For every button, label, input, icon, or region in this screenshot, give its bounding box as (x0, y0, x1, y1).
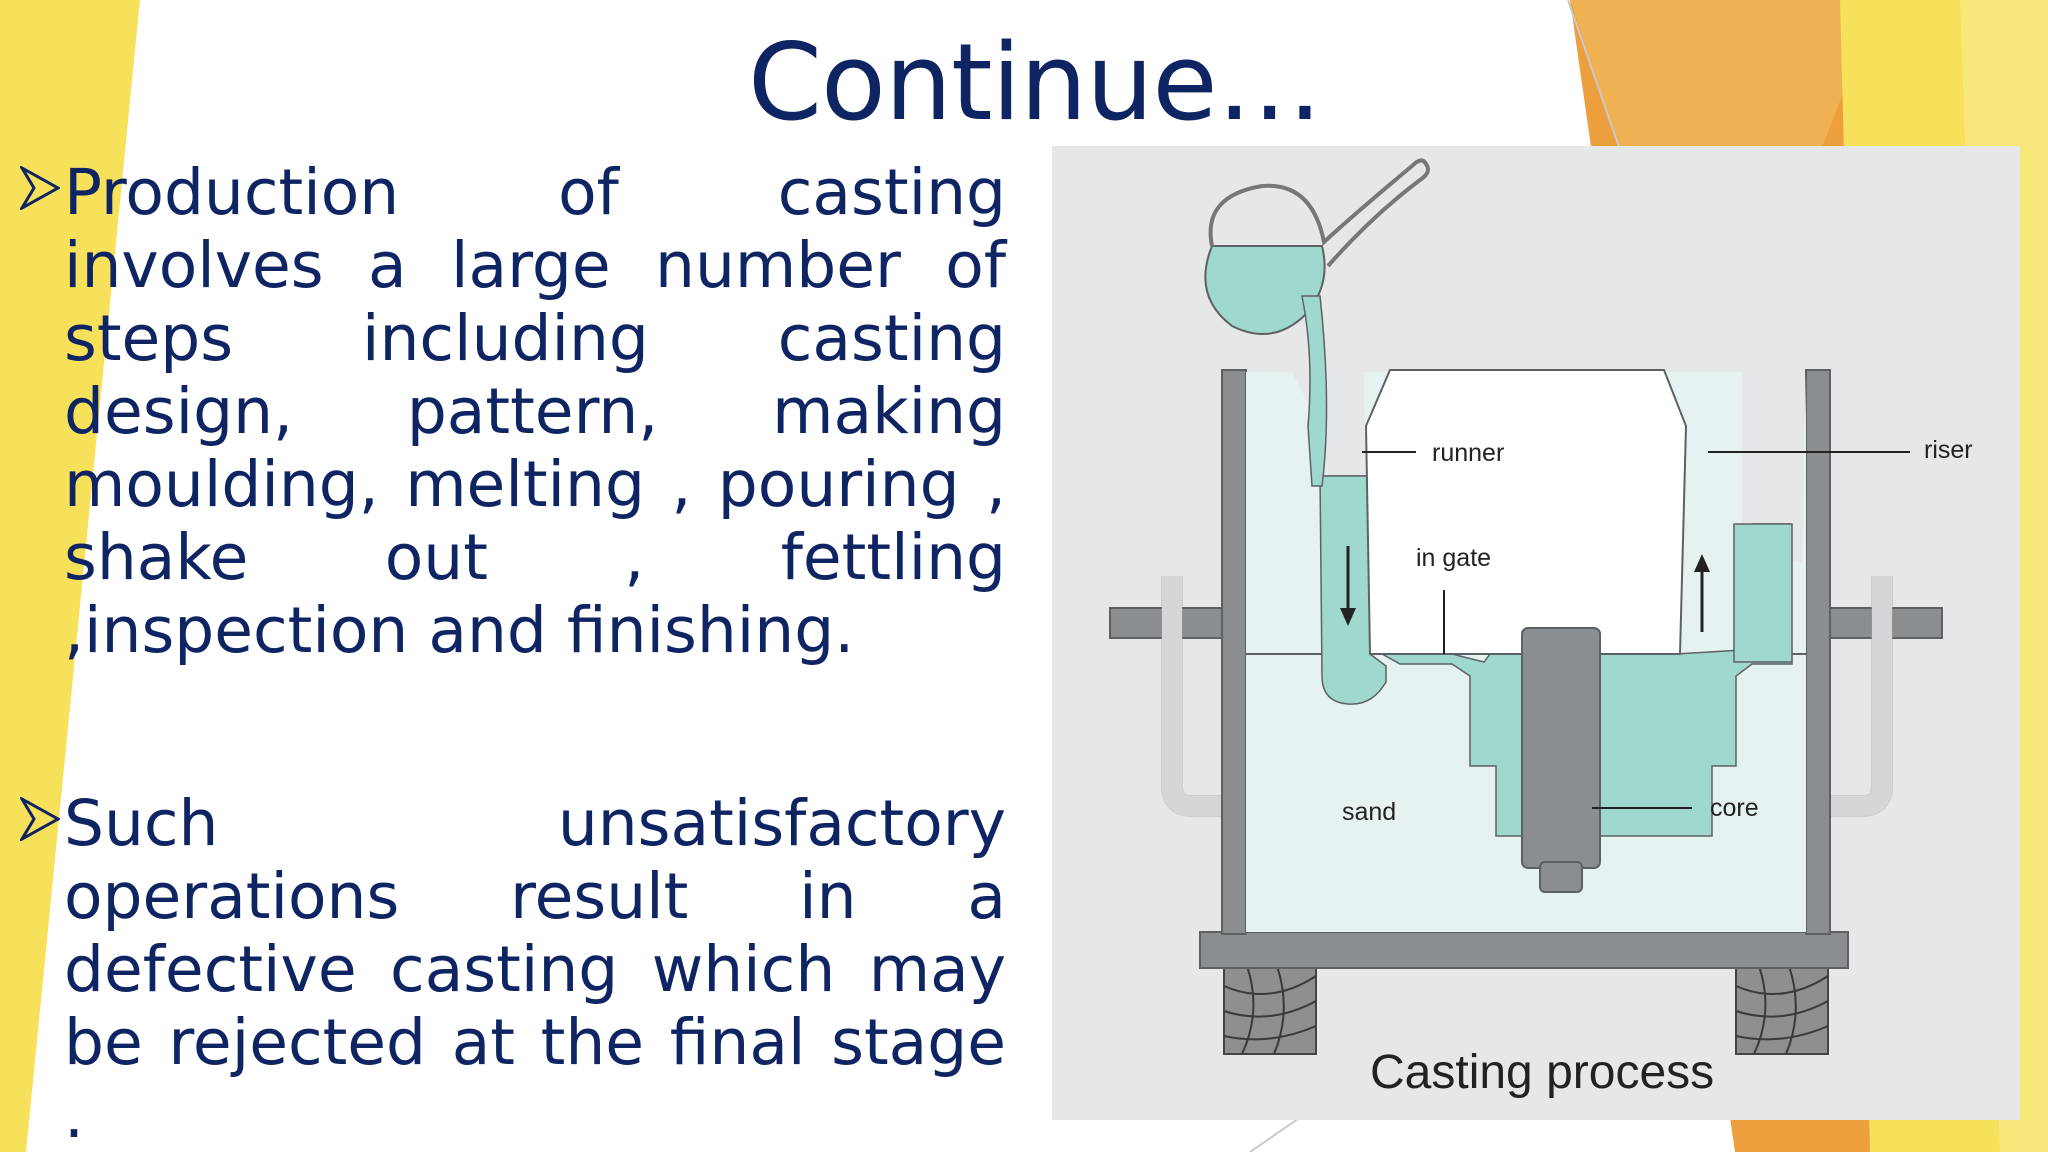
arrowhead-bullet-icon (20, 166, 60, 210)
bullet-text: Production of casting involves a large n… (64, 156, 1006, 667)
figure-caption: Casting process (1370, 1046, 1714, 1099)
wooden-block-right (1735, 965, 1829, 1055)
in-gate-label: in gate (1416, 544, 1491, 572)
flask-handle-right (1827, 576, 1943, 817)
flask-wall-right (1805, 369, 1831, 935)
flask-handle-left (1109, 576, 1225, 817)
wooden-block-left (1223, 965, 1317, 1055)
bullet-text: Such unsatisfactory operations result in… (64, 787, 1006, 1152)
pouring-ladle (1204, 158, 1430, 487)
core-print (1539, 861, 1583, 893)
flow-arrow-up (1694, 554, 1710, 632)
pattern-cavity (1364, 369, 1688, 655)
thin-divider-line (1567, 0, 1621, 151)
base-plate (1199, 931, 1849, 969)
sand-label: sand (1342, 798, 1396, 826)
arrowhead-bullet-icon (20, 797, 60, 841)
slide-title: Continue… (748, 21, 1323, 144)
riser-channel (1733, 523, 1793, 663)
casting-process-diagram: runner riser in gate sand core Casting p… (1052, 146, 2020, 1120)
core-label: core (1710, 794, 1759, 822)
runner-label: runner (1432, 439, 1504, 467)
flask-wall-left (1221, 369, 1247, 935)
left-yellow-shape (0, 0, 140, 1152)
sand-core (1521, 627, 1601, 869)
flow-arrow-down (1340, 546, 1356, 626)
riser-label: riser (1924, 436, 1973, 464)
